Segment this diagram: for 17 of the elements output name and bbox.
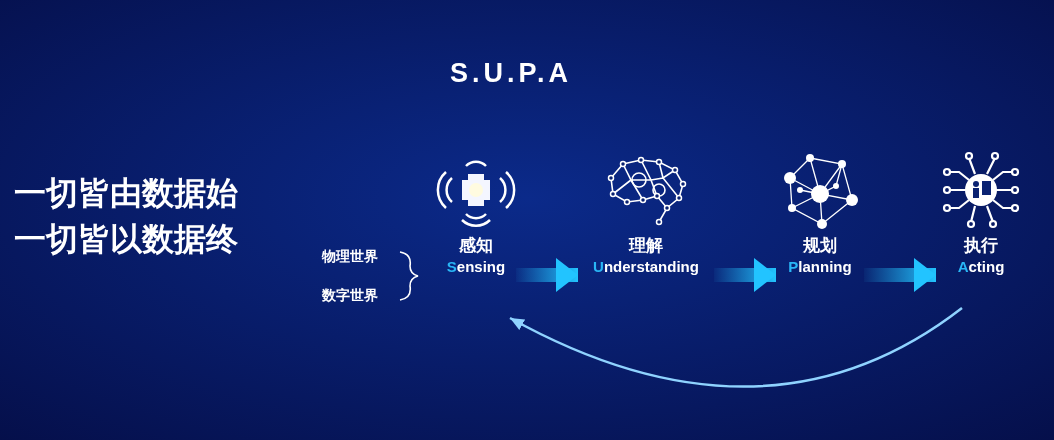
block-arrow [714, 258, 776, 292]
stage-name: Understanding [592, 257, 700, 277]
stage-title: 感知 [458, 234, 494, 256]
world-label: 物理世界 [322, 248, 378, 266]
stage-name: Planning [787, 257, 853, 277]
stage-title: 理解 [627, 234, 664, 256]
block-arrow [516, 258, 578, 292]
world-label: 数字世界 [322, 287, 378, 305]
slogan: 一切皆以数据终 [14, 219, 238, 260]
return-arrow [509, 306, 963, 388]
slogan: 一切皆由数据始 [14, 173, 238, 214]
stage-name: Sensing [445, 257, 507, 277]
stage-title: 执行 [962, 234, 999, 256]
stage-name: Acting [956, 257, 1006, 277]
title: S.U.P.A [450, 58, 573, 89]
stage-title: 规划 [802, 234, 838, 256]
block-arrow [864, 258, 936, 292]
